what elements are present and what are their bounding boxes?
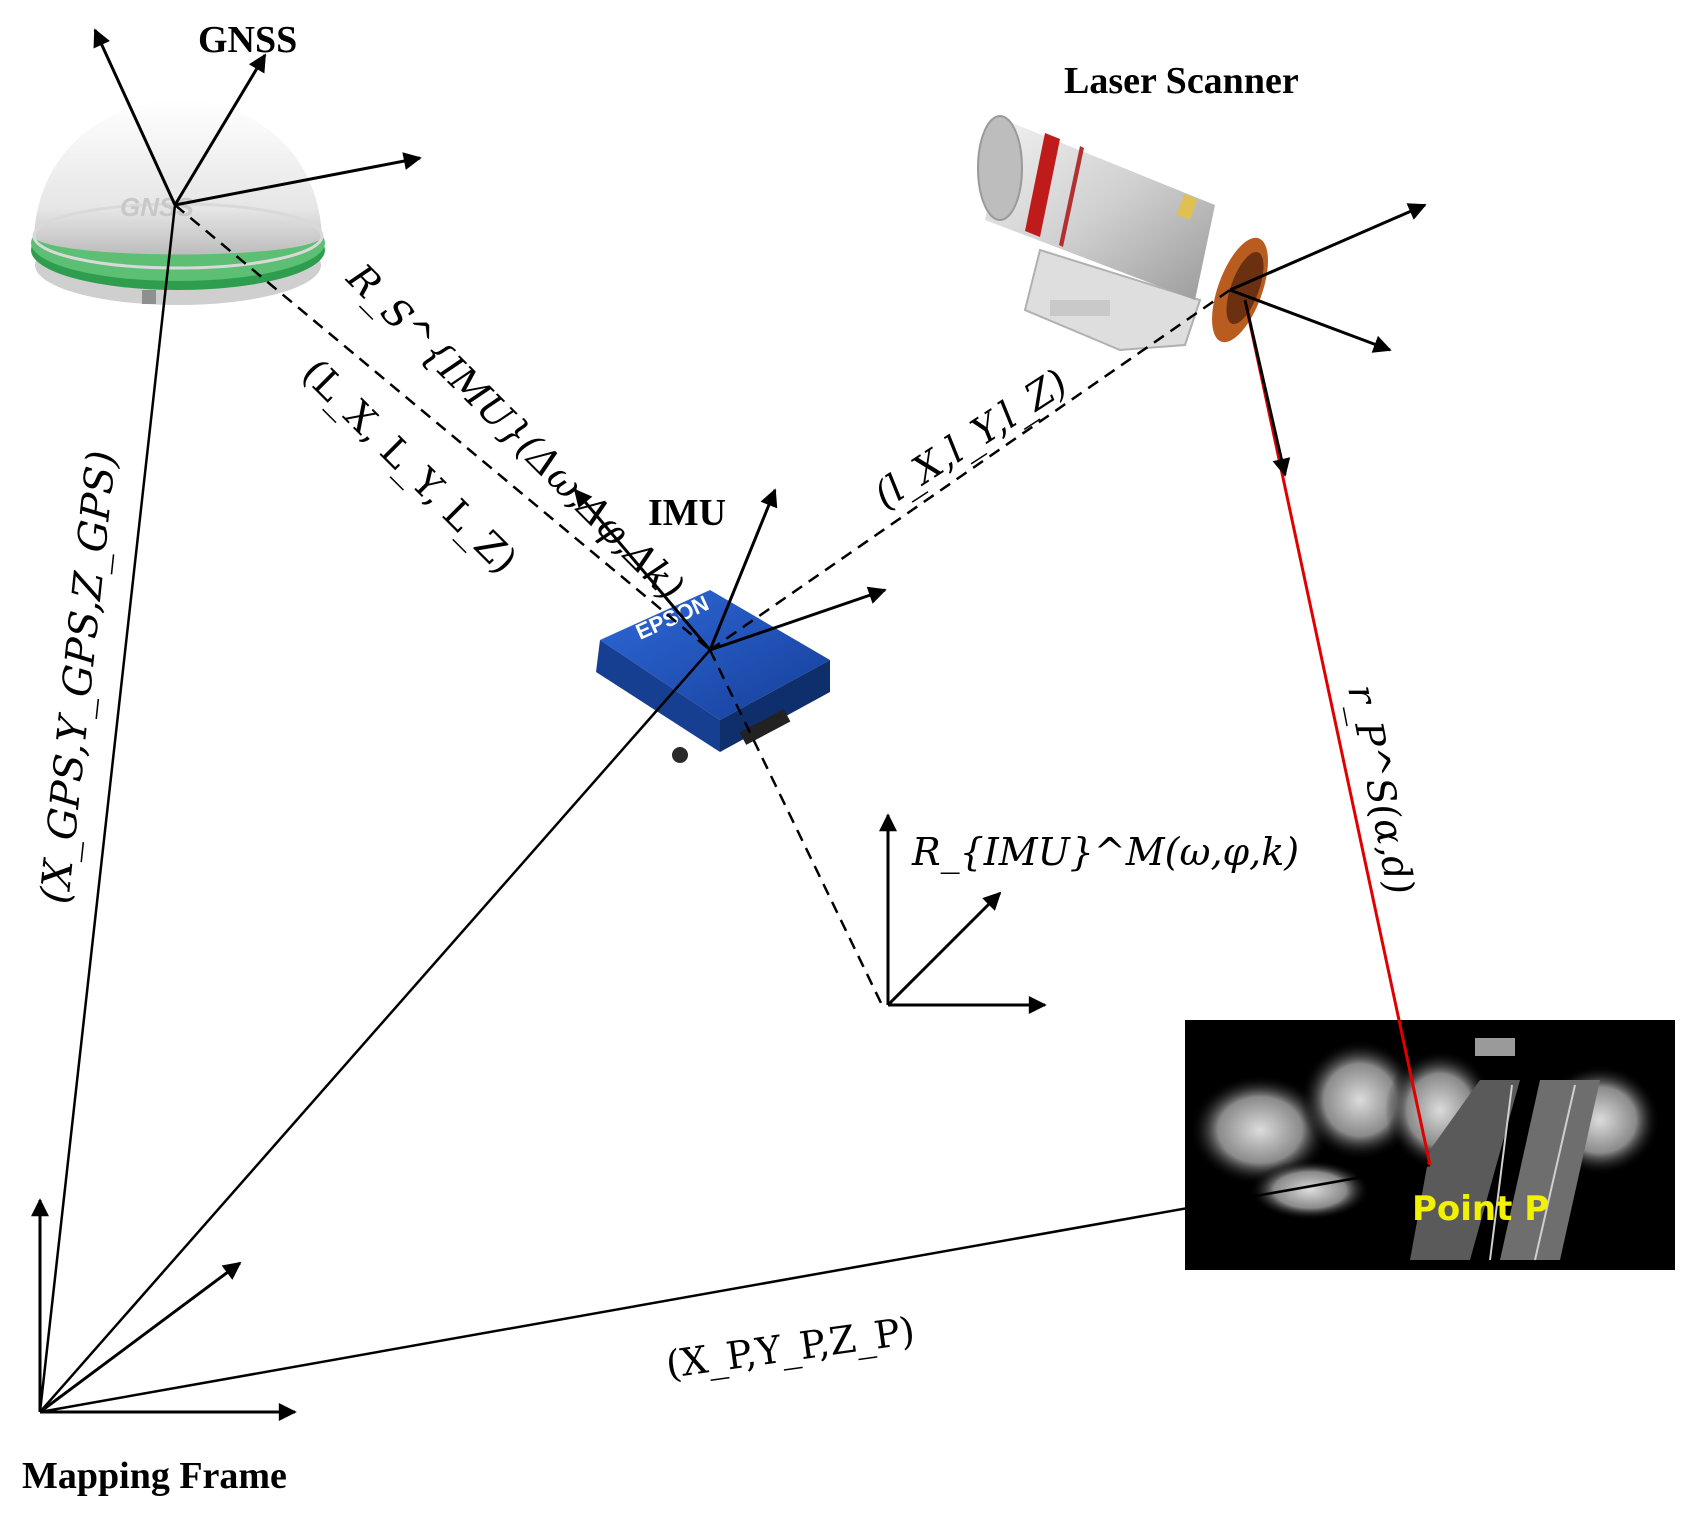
laser-scanner-label: Laser Scanner bbox=[1064, 60, 1299, 102]
imu-image: EPSON bbox=[596, 590, 830, 763]
dashed-lever-arms bbox=[174, 204, 1231, 1006]
scanner-axis-arrow-down bbox=[1243, 299, 1291, 477]
imu-axis-arrow-up bbox=[708, 488, 778, 651]
imu-label: IMU bbox=[648, 492, 726, 534]
mapping-axis-arrow-diag bbox=[39, 1261, 242, 1414]
gnss-logo-text: GNSS bbox=[120, 192, 194, 222]
gnss-imu-lever-arm bbox=[174, 204, 711, 651]
scanner-lever-arm-label: (l_X,l_Y,l_Z) bbox=[866, 360, 1076, 518]
scanner-axis-arrow-up bbox=[1229, 203, 1427, 292]
scanner-axes bbox=[1229, 203, 1427, 477]
point-p-label: Point P bbox=[1412, 1189, 1549, 1229]
scanner-axis-arrow-right bbox=[1229, 288, 1392, 353]
solid-vectors bbox=[38, 204, 1431, 1414]
gnss-label: GNSS bbox=[198, 19, 297, 61]
gnss-axis-arrow-up bbox=[93, 28, 177, 206]
gps-position-label: (X_GPS,Y_GPS,Z_GPS) bbox=[32, 448, 125, 906]
mapping-frame-axes bbox=[31, 1198, 297, 1421]
gps-position-vector bbox=[38, 204, 177, 1413]
scan-ray-line bbox=[1243, 299, 1432, 1166]
imu-scanner-lever-arm bbox=[709, 288, 1231, 652]
imu-attitude-label: R_{IMU}^M(ω,φ,k) bbox=[911, 830, 1299, 875]
local-axis-arrow-diag bbox=[886, 891, 1002, 1007]
point-cloud-image: Point P bbox=[1185, 1020, 1675, 1270]
point-coordinates-label: (X_P,Y_P,Z_P) bbox=[663, 1308, 917, 1387]
imu-position-vector bbox=[39, 649, 711, 1413]
gnss-axes bbox=[93, 28, 422, 207]
laser-scanner-image bbox=[977, 115, 1268, 352]
local-frame-axes bbox=[879, 813, 1047, 1014]
imu-axes bbox=[573, 488, 887, 652]
gnss-axis-arrow-diag bbox=[173, 53, 267, 206]
imu-axis-arrow-left bbox=[573, 488, 712, 651]
imu-mapping-dashed-link bbox=[708, 649, 884, 1006]
imu-axis-arrow-right bbox=[709, 586, 887, 652]
gnss-axis-arrow-right bbox=[174, 152, 422, 207]
point-position-vector bbox=[39, 1163, 1431, 1414]
mapping-frame-label: Mapping Frame bbox=[22, 1455, 287, 1497]
